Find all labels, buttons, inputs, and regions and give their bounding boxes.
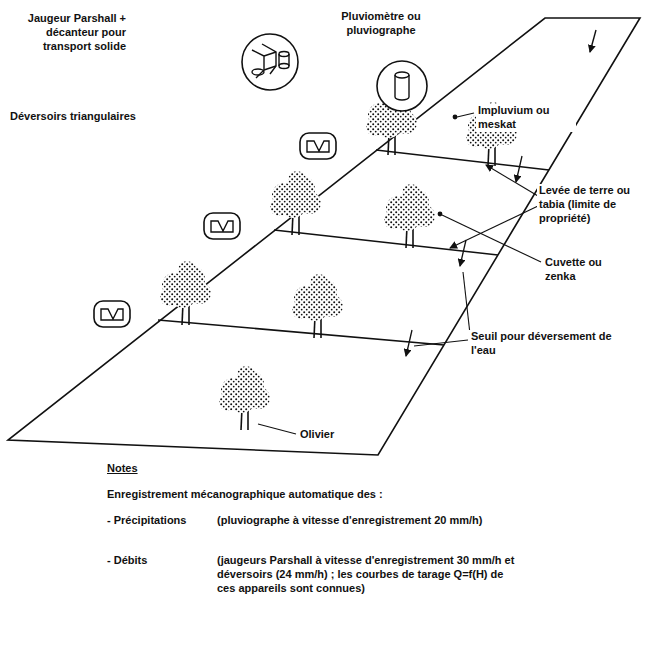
rain-gauge-symbol xyxy=(377,61,427,111)
spillway-arrow xyxy=(406,156,522,356)
flow-arrow xyxy=(590,30,596,52)
part-label: Levée de terre ou tabia (limite de propr… xyxy=(537,184,641,225)
notes-heading: Notes xyxy=(105,462,140,476)
instrument-label: Déversoirs triangulaires xyxy=(8,110,138,124)
olive-tree xyxy=(160,91,517,430)
note-text: (jaugeurs Parshall à vitesse d'enregistr… xyxy=(215,554,519,595)
part-label: Cuvette ou zenka xyxy=(543,256,637,284)
instrument-label: Jaugeur Parshall + décanteur pour transp… xyxy=(16,12,128,53)
part-label: Impluvium ou meskat xyxy=(476,104,576,132)
part-label: Seuil pour déversement de l'eau xyxy=(469,330,641,358)
leader-line xyxy=(258,113,541,434)
part-label: Olivier xyxy=(298,428,336,442)
parshall-symbol xyxy=(242,34,298,90)
note-text: (pluviographe à vitesse d'enregistrement… xyxy=(215,514,484,528)
weir-symbol xyxy=(94,133,336,327)
note-text: - Débits xyxy=(105,554,149,568)
note-text: Enregistrement mécanographique automatiq… xyxy=(105,488,385,502)
note-text: - Précipitations xyxy=(105,514,188,528)
instrument-label: Pluviomètre ou pluviographe xyxy=(338,10,424,38)
plot-outline xyxy=(8,18,640,455)
earth-levee xyxy=(158,150,549,345)
